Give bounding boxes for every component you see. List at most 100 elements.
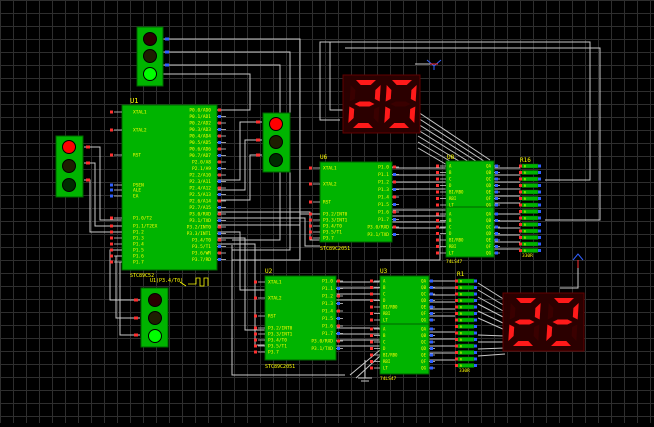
- pin-label: QG: [421, 366, 426, 371]
- u1-ref: U1: [130, 97, 138, 105]
- pin-label: D: [449, 183, 452, 188]
- seven-segment-display-top: [342, 74, 421, 134]
- pin-label: P1.0: [322, 279, 333, 285]
- seven-segment-a: [516, 298, 536, 303]
- pin-label: QC: [486, 177, 491, 182]
- u6-right-pins: P1.0P1.1P1.2P1.3P1.4P1.5P1.6P1.7P3.0/RXD…: [367, 165, 399, 238]
- pin-label: P1.6: [133, 254, 144, 260]
- pin-label: A: [383, 327, 386, 332]
- pin-label: RBI: [383, 311, 391, 316]
- pin-label: QF: [486, 244, 491, 249]
- pin-label: LT: [449, 203, 454, 208]
- seven-segment-display-bottom: [502, 292, 585, 352]
- traffic-light-left[interactable]: [55, 135, 84, 198]
- u3-decoder[interactable]: U3 74LS47 ABCDBI/RBORBILTQAQBQCQDQEQFQGA…: [370, 268, 435, 382]
- pin-label: P2.1/A9: [192, 166, 211, 172]
- pin-label: D: [383, 298, 386, 303]
- traffic-light-top[interactable]: [136, 26, 164, 87]
- pin-label: B: [383, 285, 386, 290]
- pin-label: P3.7: [268, 350, 279, 356]
- pin-label: P3.5/T1: [323, 230, 342, 236]
- pin-label: P3.7: [323, 236, 334, 242]
- pin-label: P0.1/AD1: [189, 114, 211, 120]
- pin-label: QC: [486, 225, 491, 230]
- pin-label: P3.7/RD: [192, 257, 211, 263]
- u1-right-pins: P0.0/AD0P0.1/AD1P0.2/AD2P0.3/AD3P0.4/AD4…: [187, 108, 226, 263]
- traffic-light-bottom[interactable]: [140, 287, 169, 348]
- pin-label: P1.6: [322, 324, 333, 330]
- u2-right-pins: P1.0P1.1P1.2P1.3P1.4P1.5P1.6P1.7P3.0/RXD…: [311, 279, 343, 352]
- r16-ref: R16: [520, 157, 531, 164]
- pin-label: QD: [486, 183, 491, 188]
- u8-decoder[interactable]: U8 74LS47 ABCDBI/RBORBILTQAQBQCQDQEQFQGA…: [436, 154, 500, 265]
- seven-segment-b: [374, 85, 381, 102]
- r1-ref: R1: [457, 271, 465, 278]
- svg-text:R: R: [524, 191, 527, 195]
- svg-text:R: R: [460, 312, 463, 316]
- pin-label: ALE: [133, 188, 141, 194]
- pin-label: QE: [421, 305, 426, 310]
- u2-ref: U2: [265, 268, 273, 275]
- pin-label: BI/RBO: [449, 238, 464, 243]
- seven-segment-a: [356, 80, 376, 85]
- pin-label: XTAL1: [133, 110, 147, 116]
- svg-text:R: R: [524, 217, 527, 221]
- u8-ref: U8: [447, 154, 455, 161]
- pin-label: QF: [421, 311, 426, 316]
- traffic-light-right[interactable]: [262, 112, 291, 173]
- pin-label: B: [449, 218, 452, 223]
- pin-label: B: [449, 170, 452, 175]
- u2-microcontroller[interactable]: U2 STC89C2051 XTAL1XTAL2RSTP3.2/INT0P3.3…: [254, 268, 343, 370]
- svg-text:R: R: [460, 306, 463, 310]
- pin-label: D: [449, 231, 452, 236]
- seven-segment-b: [572, 303, 579, 320]
- pin-label: QD: [486, 231, 491, 236]
- u8-part: 74LS47: [446, 259, 463, 265]
- pin-label: RBI: [449, 244, 457, 249]
- pin-label: P3.2/INT0: [323, 212, 348, 218]
- u1-microcontroller[interactable]: U1 STC89C52 XTAL1XTAL2RSTPSENALEEAP1.0/T…: [110, 97, 226, 279]
- pin-label: LT: [383, 366, 388, 371]
- pin-label: P0.7/AD7: [189, 153, 211, 159]
- pin-label: QB: [486, 170, 491, 175]
- pin-label: P1.7: [133, 260, 144, 266]
- signal-label: U1(P3.4/T0): [150, 278, 183, 284]
- pin-label: P1.5: [378, 202, 389, 208]
- pin-label: QG: [486, 203, 491, 208]
- svg-text:R: R: [524, 184, 527, 188]
- power-terminal-icon: [426, 59, 442, 70]
- svg-text:R: R: [460, 280, 463, 284]
- pin-label: P0.5/AD5: [189, 140, 211, 146]
- pin-label: QA: [486, 212, 491, 217]
- pin-label: QB: [486, 218, 491, 223]
- seven-segment-f: [547, 303, 554, 320]
- seven-segment-b: [410, 85, 417, 102]
- pin-label: P1.5: [133, 248, 144, 254]
- pin-label: P1.2: [322, 294, 333, 300]
- pin-label: P1.4: [378, 195, 389, 201]
- seven-segment-d: [389, 123, 409, 128]
- pin-label: P3.0/RXD: [311, 339, 333, 345]
- seven-segment-d: [551, 341, 571, 346]
- svg-text:R: R: [524, 223, 527, 227]
- pin-label: A: [383, 279, 386, 284]
- pin-label: P3.1/TXD: [311, 346, 333, 352]
- svg-text:R: R: [524, 178, 527, 182]
- seven-segment-e: [384, 106, 391, 123]
- u6-microcontroller[interactable]: U6 STC89C2051 XTAL1XTAL2RSTP3.2/INT0P3.3…: [309, 154, 399, 252]
- pin-label: P1.4: [322, 309, 333, 315]
- pin-label: BI/RBO: [449, 190, 464, 195]
- pin-label: P1.2: [133, 230, 144, 236]
- svg-text:R: R: [524, 230, 527, 234]
- pin-label: QD: [421, 298, 426, 303]
- svg-text:R: R: [524, 210, 527, 214]
- seven-segment-a: [392, 80, 412, 85]
- pin-label: P3.5/T1: [268, 344, 287, 350]
- pin-label: BI/RBO: [383, 353, 398, 358]
- pin-label: XTAL1: [323, 166, 337, 172]
- u6-ref: U6: [320, 154, 328, 161]
